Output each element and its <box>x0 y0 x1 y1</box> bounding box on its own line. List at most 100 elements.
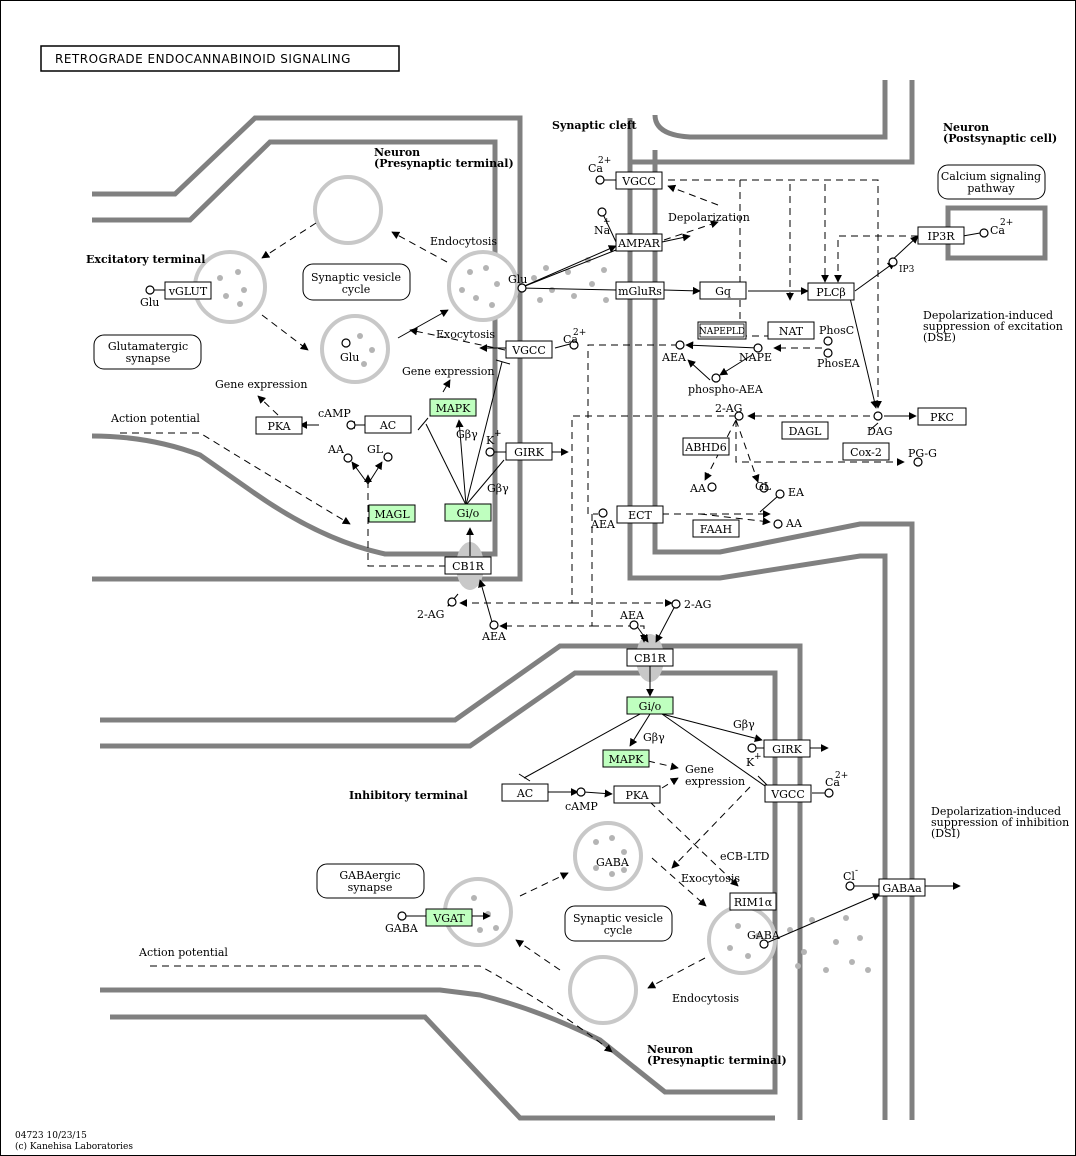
gene-abhd6[interactable]: ABHD6 <box>682 437 730 456</box>
gene-ac-bottom[interactable]: AC <box>501 783 549 802</box>
compound-ca-post-charge: 2+ <box>1000 218 1013 228</box>
compound-k-bottom: K <box>746 756 755 769</box>
postsynaptic-inner-membrane <box>627 118 888 1120</box>
gene-mapk-top[interactable]: MAPK <box>429 398 477 417</box>
dse-label-3: (DSE) <box>923 331 956 344</box>
compound-ca-top-charge: 2+ <box>598 156 611 166</box>
gene-magl[interactable]: MAGL <box>368 504 416 523</box>
compound-ea: EA <box>788 486 805 499</box>
endocytosis-bottom-label: Endocytosis <box>672 992 739 1005</box>
gene-mglurs-label: mGluRs <box>618 285 662 298</box>
gene-gio-bottom[interactable]: Gi/o <box>626 696 674 715</box>
gene-pkc[interactable]: PKC <box>917 407 967 426</box>
compound-cl-charge: - <box>855 866 858 876</box>
synaptic-cleft-label: Synaptic cleft <box>552 119 638 132</box>
gene-napepld-label: NAPEPLD <box>699 327 745 337</box>
inhibitory-terminal-bottom-membrane <box>110 1014 775 1121</box>
gene-mglurs[interactable]: mGluRs <box>615 281 665 300</box>
compound-gby-top-1: Gβγ <box>456 428 478 441</box>
vesicles <box>193 175 777 1025</box>
compound-gl-post: GL <box>755 480 772 493</box>
compound-circles[interactable] <box>145 175 989 949</box>
map-synaptic-vesicle-bottom[interactable]: Synaptic vesicle cycle <box>564 905 673 942</box>
compound-na: Na <box>594 224 611 237</box>
gene-vgat[interactable]: VGAT <box>425 908 473 927</box>
gene-ect[interactable]: ECT <box>616 505 664 524</box>
gene-dagl[interactable]: DAGL <box>781 421 829 440</box>
map-gabaergic-synapse[interactable]: GABAergic synapse <box>316 863 425 899</box>
gene-gio-bottom-label: Gi/o <box>639 700 662 713</box>
gene-ac-top-label: AC <box>379 419 396 432</box>
gene-pkc-label: PKC <box>930 411 954 424</box>
gene-vglut-label: vGLUT <box>168 285 208 298</box>
gene-ip3r[interactable]: IP3R <box>917 226 965 245</box>
gene-ac-bottom-label: AC <box>516 787 533 800</box>
gene-expression-top-label: Gene expression <box>402 365 494 378</box>
compound-gby-bottom-2: Gβγ <box>733 718 755 731</box>
gene-ac-top[interactable]: AC <box>364 415 412 434</box>
gene-plcb[interactable]: PLCβ <box>807 282 855 301</box>
gene-cb1r-top-label: CB1R <box>452 560 484 573</box>
gene-pka-top[interactable]: PKA <box>255 416 303 435</box>
inhibitory-terminal-inner-membrane <box>100 670 778 1095</box>
gene-cb1r-top[interactable]: CB1R <box>444 556 492 575</box>
excitatory-terminal-label: Excitatory terminal <box>86 253 205 266</box>
gene-gio-top[interactable]: Gi/o <box>444 503 492 522</box>
compound-glu-cleft: Glu <box>508 273 527 286</box>
gene-pka-bottom-label: PKA <box>625 789 649 802</box>
postsynaptic-top-right-membrane <box>630 80 915 165</box>
map-gabaergic-line2: synapse <box>348 881 393 894</box>
compound-gaba-release: GABA <box>747 929 781 942</box>
gene-pka-bottom[interactable]: PKA <box>613 785 661 804</box>
compound-na-charge: + <box>603 217 611 227</box>
inhibitory-terminal-outer-membrane <box>100 643 803 1120</box>
presynaptic-top-label-1: Neuron <box>374 146 420 159</box>
gene-gq-label: Gq <box>715 285 731 298</box>
gene-nat-label: NAT <box>779 325 804 338</box>
map-glutamatergic-synapse[interactable]: Glutamatergic synapse <box>93 334 202 370</box>
map-synaptic-vesicle-bottom-line1: Synaptic vesicle <box>573 912 663 925</box>
gene-cb1r-bottom[interactable]: CB1R <box>626 648 674 667</box>
glutamate-vesicle-mid <box>320 314 390 384</box>
compound-ca-bottom: Ca <box>825 776 840 789</box>
compound-gaba-vesicle-top: GABA <box>596 856 630 869</box>
compound-gaba-left: GABA <box>385 922 419 935</box>
gene-vgcc-bottom[interactable]: VGCC <box>764 784 812 803</box>
dse-label-2: suppression of excitation <box>923 320 1063 333</box>
gene-expression-top-left-label: Gene expression <box>215 378 307 391</box>
gene-vglut[interactable]: vGLUT <box>164 281 212 300</box>
action-potential-bottom-label: Action potential <box>138 946 228 959</box>
map-synaptic-vesicle-top[interactable]: Synaptic vesicle cycle <box>302 263 411 301</box>
gene-vgcc-top-label: VGCC <box>621 175 656 188</box>
gene-napepld[interactable]: NAPEPLD <box>697 321 747 340</box>
gene-plcb-label: PLCβ <box>816 286 845 299</box>
gene-ampar[interactable]: AMPAR <box>615 233 663 252</box>
gene-gabaa[interactable]: GABAa <box>878 878 926 897</box>
compound-glu-left: Glu <box>140 296 159 309</box>
excitatory-terminal-outer-membrane <box>92 115 523 582</box>
gene-mapk-bottom-label: MAPK <box>609 753 645 766</box>
compound-ca-post: Ca <box>990 224 1005 237</box>
dsi-label-2: suppression of inhibition <box>931 816 1069 829</box>
compound-k-top-charge: + <box>494 429 502 439</box>
empty-vesicle-bottom <box>568 955 638 1025</box>
gene-mapk-bottom[interactable]: MAPK <box>602 749 650 768</box>
gene-nat[interactable]: NAT <box>767 321 815 340</box>
map-calcium-line1: Calcium signaling <box>941 170 1041 183</box>
exocytosis-top-label: Exocytosis <box>436 328 495 341</box>
gene-girk-bottom[interactable]: GIRK <box>763 739 811 758</box>
gene-cox2[interactable]: Cox-2 <box>842 442 890 461</box>
gene-faah[interactable]: FAAH <box>692 519 740 538</box>
compound-gby-top-2: Gβγ <box>487 482 509 495</box>
gene-vgcc-pre[interactable]: VGCC <box>505 340 553 359</box>
gene-vgcc-top[interactable]: VGCC <box>615 171 663 190</box>
map-calcium-signaling[interactable]: Calcium signaling pathway <box>937 164 1046 200</box>
gene-girk-top[interactable]: GIRK <box>505 442 553 461</box>
compound-ca-top: Ca <box>588 162 603 175</box>
gene-gq[interactable]: Gq <box>699 281 747 300</box>
compound-2ag-cleft-left: 2-AG <box>417 608 444 621</box>
depolarization-label: Depolarization <box>668 211 750 224</box>
gene-rim1a[interactable]: RIM1α <box>729 892 777 911</box>
dsi-label-1: Depolarization-induced <box>931 805 1061 818</box>
gene-expression-bottom-label-2: expression <box>685 775 745 788</box>
